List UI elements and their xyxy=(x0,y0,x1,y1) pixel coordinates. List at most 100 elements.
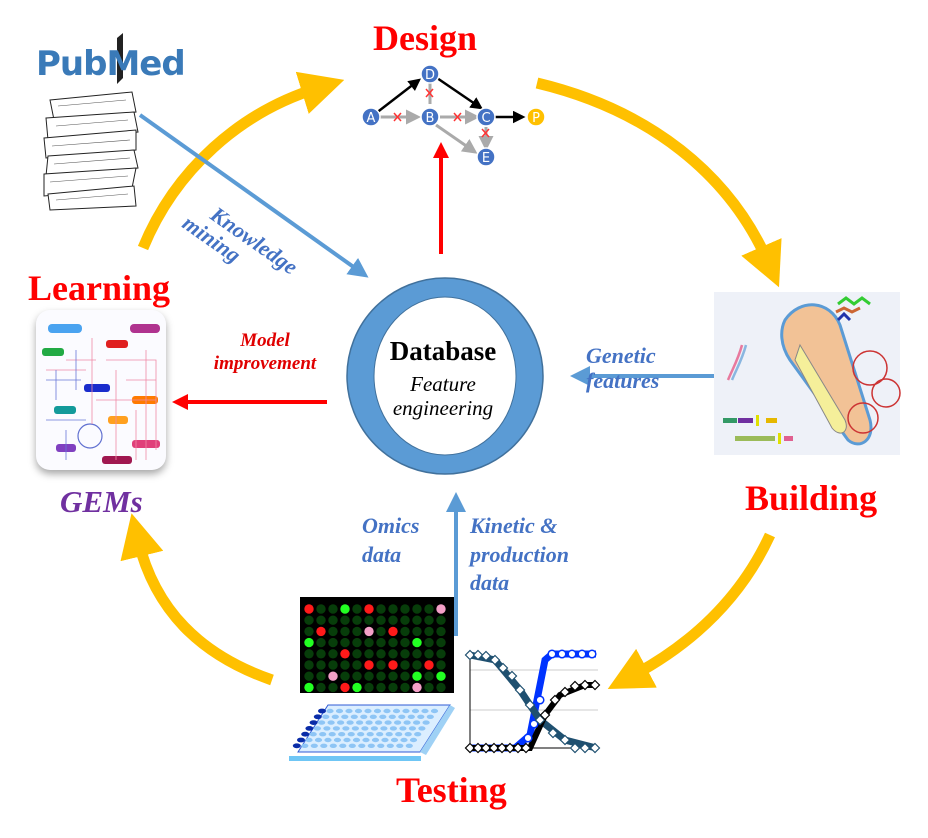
plate-edge-well xyxy=(292,743,301,749)
plate-well xyxy=(399,726,407,731)
plate-well xyxy=(418,726,426,731)
microarray-spot xyxy=(316,671,326,681)
plate-well xyxy=(394,720,402,725)
plate-well xyxy=(326,708,334,714)
plate-well xyxy=(310,743,318,748)
plate-well xyxy=(362,737,370,743)
plate-well xyxy=(322,714,330,719)
microarray-spot xyxy=(400,660,410,670)
plate-well xyxy=(348,743,356,748)
kinetic-marker-product xyxy=(535,695,545,705)
microarray-spot xyxy=(436,637,446,648)
omics-data-label: Omics data xyxy=(362,512,419,569)
microarray-spot xyxy=(376,682,386,693)
kinetic-marker-substrate xyxy=(579,742,591,754)
microarray-spot xyxy=(304,682,314,693)
microarray-spot xyxy=(436,671,446,681)
plate-well xyxy=(369,714,377,719)
pathway-node-a xyxy=(361,107,381,127)
microarray-spot xyxy=(340,671,350,681)
genetic-features-line2: features xyxy=(586,368,660,394)
microarray-spot xyxy=(328,682,338,693)
kinetic-production-line2: production xyxy=(470,541,570,567)
plate-well xyxy=(339,743,347,748)
plate-well xyxy=(403,720,411,725)
plate-well xyxy=(319,732,327,737)
plate-well xyxy=(314,737,323,743)
stage-title-design: Design xyxy=(373,18,478,58)
microarray-spot xyxy=(304,604,314,614)
microarray-spot xyxy=(328,615,338,625)
microarray-spot xyxy=(436,660,446,670)
pathway-node-d xyxy=(420,64,440,84)
plate-well xyxy=(376,732,384,737)
microarray-spot xyxy=(328,604,338,614)
microarray-spot xyxy=(304,671,314,681)
plate-well xyxy=(389,726,397,731)
plate-well xyxy=(400,737,408,743)
plate-well xyxy=(380,726,388,731)
microarray-spot xyxy=(316,682,326,693)
kinetic-marker-product xyxy=(529,719,539,729)
cycle-arrow-learning-to-design xyxy=(137,71,345,251)
microarray-grid xyxy=(300,597,454,693)
plate-edge-well xyxy=(301,731,310,737)
metabolic-map-icon xyxy=(42,324,160,464)
database-subtitle-line2: engineering xyxy=(392,396,494,421)
microarray-spot xyxy=(364,626,374,637)
plate-well xyxy=(337,720,345,725)
model-improvement-line1: Model xyxy=(240,330,290,351)
kinetic-marker-biomass xyxy=(539,709,551,721)
microarray-spot xyxy=(364,637,374,648)
model-improvement-label: Model improvement xyxy=(210,330,320,376)
microarray-spot xyxy=(364,615,374,625)
microarray-spot xyxy=(412,682,422,693)
microarray-spot xyxy=(328,671,338,681)
protein-structure-icon xyxy=(835,296,871,322)
pathway-node-e xyxy=(476,147,496,167)
plate-well xyxy=(384,720,392,725)
plate-well xyxy=(365,720,373,725)
plate-well xyxy=(366,732,374,737)
kinetic-production-line3: data xyxy=(470,570,510,596)
plate-well xyxy=(361,726,369,731)
microarray-spot xyxy=(424,626,434,637)
plate-well xyxy=(354,708,363,714)
microarray-spot xyxy=(352,660,362,670)
plate-well xyxy=(346,720,354,725)
plate-well xyxy=(341,714,349,719)
plate-edge-well xyxy=(309,720,318,725)
microarray-spot xyxy=(340,682,350,693)
pathway-node-label: P xyxy=(532,111,540,126)
microarray-spot xyxy=(328,637,338,648)
microarray-spot xyxy=(436,604,446,614)
kinetic-marker-product xyxy=(587,649,597,659)
omics-data-line2: data xyxy=(362,541,402,567)
kinetic-marker-biomass xyxy=(520,742,532,754)
kinetic-marker-substrate xyxy=(472,649,484,661)
microarray-spot xyxy=(436,615,446,625)
plate-well xyxy=(375,720,383,725)
kinetic-marker-biomass xyxy=(559,686,571,698)
kinetic-marker-product xyxy=(577,649,587,659)
kinetic-marker-biomass xyxy=(488,742,500,754)
kinetic-marker-product xyxy=(567,649,577,659)
pathway-network xyxy=(370,76,526,154)
microarray-spot xyxy=(376,626,386,637)
microarray-spot xyxy=(376,604,386,614)
pathway-node-label: B xyxy=(426,111,435,126)
plate-well xyxy=(357,732,365,737)
plate-well xyxy=(417,714,425,719)
kinetic-marker-biomass xyxy=(512,742,524,754)
plate-well xyxy=(388,714,396,719)
microarray-spot xyxy=(412,615,422,625)
microarray-spot xyxy=(388,682,398,693)
plate-well xyxy=(329,743,337,748)
stage-title-learning: Learning xyxy=(28,268,171,308)
microarray-spot xyxy=(388,660,398,670)
microarray-spot xyxy=(340,615,350,625)
microarray-spot xyxy=(304,637,314,648)
kinetic-marker-biomass xyxy=(496,742,508,754)
pathway-node-b xyxy=(420,107,440,127)
